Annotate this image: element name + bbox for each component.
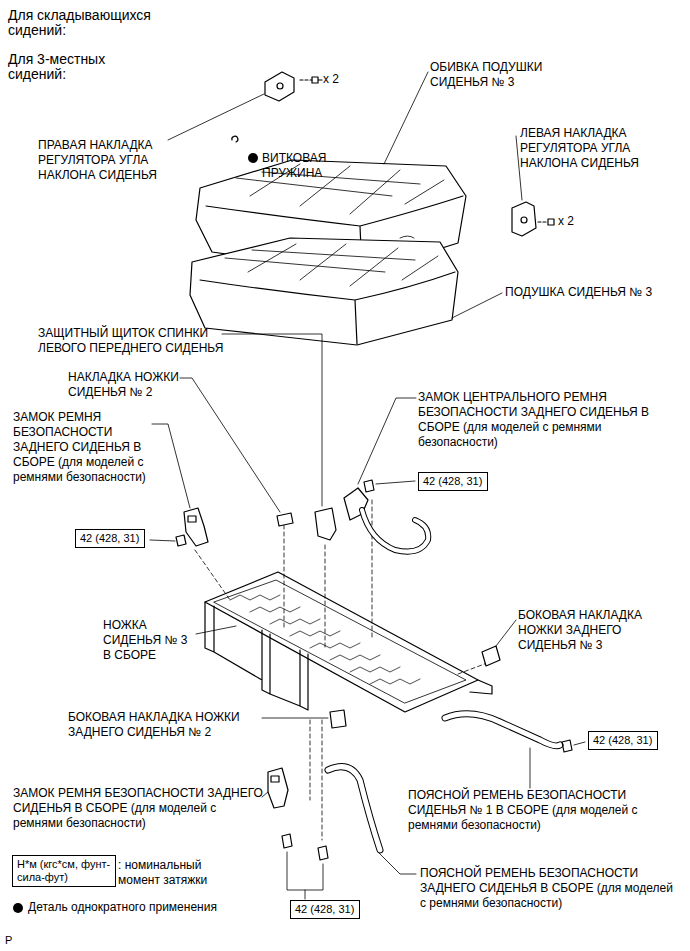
part-name: ЗАМОК РЕМНЯ БЕЗОПАСНОСТИ ЗАДНЕГО СИДЕНЬЯ…: [13, 410, 153, 485]
leader-line: [384, 72, 428, 164]
leader-line: [574, 742, 585, 745]
lap-belt: [445, 714, 560, 746]
lap-belt-fill: [328, 767, 380, 850]
leader-line: [452, 293, 502, 318]
torque-value: 42 (428, 31): [80, 532, 139, 545]
leader-line: [530, 748, 531, 788]
part-name: БОКОВАЯ НАКЛАДКА НОЖКИ ЗАДНЕГО СИДЕНЬЯ №…: [518, 608, 678, 653]
frame-tab: [470, 680, 492, 694]
part-name: ПОДУШКА СИДЕНЬЯ № 3: [505, 285, 685, 300]
quantity-note: x 2: [323, 72, 353, 87]
torque-box: 42 (428, 31): [418, 472, 488, 491]
legend-torque-box: Н*м (кгс*см, фунт-сила-фут): [12, 855, 116, 887]
seat-leg-frame: [205, 572, 478, 712]
cushion: [190, 238, 458, 345]
quantity-note: x 2: [558, 214, 588, 229]
frame-inner: [214, 580, 466, 703]
lap-belt-fill: [445, 714, 560, 746]
buckle-slot: [188, 516, 196, 522]
part-name: ПОЯСНОЙ РЕМЕНЬ БЕЗОПАСНОСТИ ЗАДНЕГО СИДЕ…: [420, 866, 682, 911]
bolt-symbol: [562, 740, 572, 752]
spring-symbol: [232, 136, 238, 142]
buckle-slot: [271, 776, 279, 782]
torque-box: 42 (428, 31): [588, 731, 658, 750]
leader-line: [262, 718, 328, 719]
part-name: НАКЛАДКА НОЖКИ СИДЕНЬЯ № 2: [68, 370, 208, 400]
screw-symbol: [312, 77, 322, 83]
legend-text: Деталь однократного применения: [28, 900, 217, 915]
leader-line: [262, 792, 268, 797]
dash-line: [300, 79, 312, 80]
legend-description: : номинальный момент затяжки: [118, 858, 228, 888]
protector: [315, 508, 336, 540]
bolt-symbol: [176, 535, 186, 546]
part-name: ПОЯСНОЙ РЕМЕНЬ БЕЗОПАСНОСТИ СИДЕНЬЯ № 1 …: [408, 788, 680, 833]
bolt-symbol: [282, 834, 328, 860]
one-time-dot: [248, 153, 258, 163]
hole: [277, 83, 283, 89]
part-name: ОБИВКА ПОДУШКИ СИДЕНЬЯ № 3: [430, 60, 580, 90]
part-name: ЗАМОК ЦЕНТРАЛЬНОГО РЕМНЯ БЕЗОПАСНОСТИ ЗА…: [418, 390, 680, 450]
torque-box: 42 (428, 31): [75, 529, 145, 548]
buckle: [184, 508, 208, 546]
leader-line: [358, 398, 416, 484]
legend-swatch: [12, 902, 24, 914]
part-name: ЗАЩИТНЫЙ ЩИТОК СПИНКИ ЛЕВОГО ПЕРЕДНЕГО С…: [38, 326, 250, 356]
side-cover: [482, 646, 500, 666]
centre-belt-fill: [362, 510, 428, 552]
torque-box: 42 (428, 31): [290, 900, 360, 919]
cover-mark: [400, 236, 414, 238]
right-recliner-cover: [265, 72, 294, 101]
heading-note: Для складывающихся сидений:: [8, 8, 173, 38]
torque-value: 42 (428, 31): [593, 734, 652, 747]
leader-line: [152, 424, 190, 508]
bolt-symbol: [364, 480, 374, 492]
part-name: ЛЕВАЯ НАКЛАДКА РЕГУЛЯТОРА УГЛА НАКЛОНА С…: [520, 126, 660, 171]
torque-value: 42 (428, 31): [295, 903, 354, 916]
frame-legs: [205, 602, 308, 710]
lap-belt: [328, 767, 380, 850]
part-name: БОКОВАЯ НАКЛАДКА НОЖКИ ЗАДНЕГО СИДЕНЬЯ №…: [68, 710, 268, 740]
centre-belt: [362, 510, 428, 552]
screw-symbol: [548, 219, 554, 225]
bracket-line: [287, 852, 323, 890]
leader-line: [376, 481, 415, 484]
leg-cover: [277, 513, 293, 526]
part-name: НОЖКА СИДЕНЬЯ № 3 В СБОРЕ: [103, 618, 198, 663]
left-recliner-cover: [512, 202, 536, 236]
leader-line: [305, 890, 306, 899]
part-name: ВИТКОВАЯ ПРУЖИНА: [262, 151, 352, 181]
torque-value: Н*м (кгс*см, фунт-сила-фут): [17, 858, 111, 884]
hole: [521, 217, 527, 223]
part-name: ЗАМОК РЕМНЯ БЕЗОПАСНОСТИ ЗАДНЕГО СИДЕНЬЯ…: [13, 786, 263, 831]
leader-line: [168, 94, 264, 140]
dash-line: [538, 221, 548, 222]
cushion-seams: [225, 244, 438, 286]
leader-line: [496, 620, 516, 646]
side-cover: [330, 710, 346, 728]
leader-line: [222, 334, 322, 506]
leader-line: [378, 852, 416, 874]
figure-code: P: [5, 933, 25, 948]
leader-line: [150, 540, 175, 541]
buckle: [268, 768, 288, 808]
legend-entry: Деталь однократного применения: [12, 900, 217, 915]
leader-line: [196, 626, 236, 634]
torque-value: 42 (428, 31): [423, 475, 482, 488]
heading-note: Для 3-местных сидений:: [8, 52, 128, 82]
part-name: ПРАВАЯ НАКЛАДКА РЕГУЛЯТОРА УГЛА НАКЛОНА …: [38, 138, 178, 183]
cushion-edge: [200, 272, 455, 344]
leader-line: [180, 378, 280, 512]
